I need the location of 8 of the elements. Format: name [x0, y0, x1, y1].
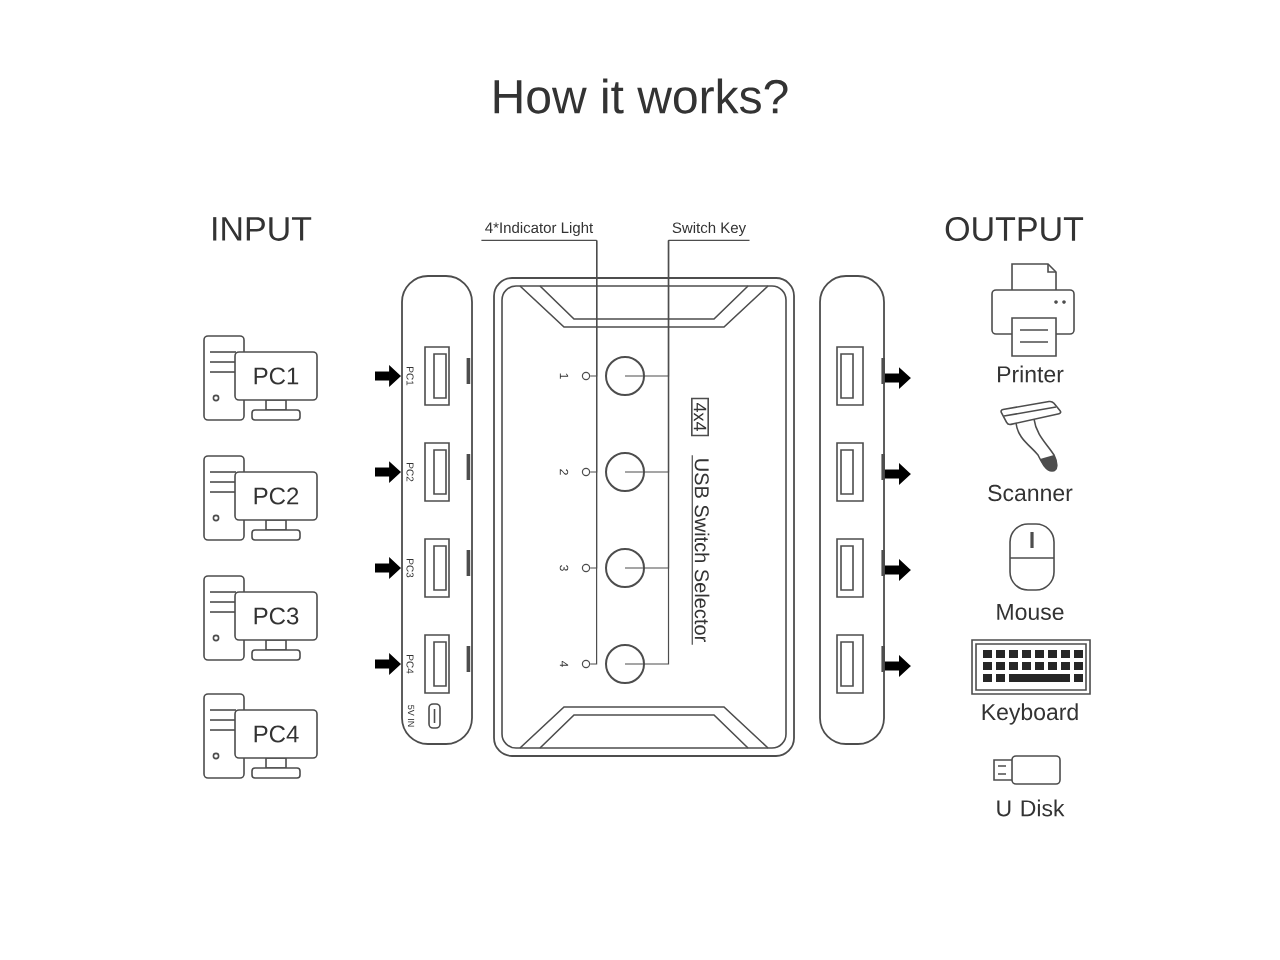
product-label: USB Switch Selector	[691, 454, 710, 646]
device-name: Scanner	[988, 484, 1073, 502]
device-name: Keyboard	[982, 703, 1078, 725]
section-heading: INPUT	[213, 217, 312, 241]
device-name: Mouse	[997, 604, 1064, 621]
device-name: Printer	[998, 365, 1064, 383]
title: How it works?	[494, 78, 788, 114]
device-name: U Disk	[997, 799, 1065, 817]
